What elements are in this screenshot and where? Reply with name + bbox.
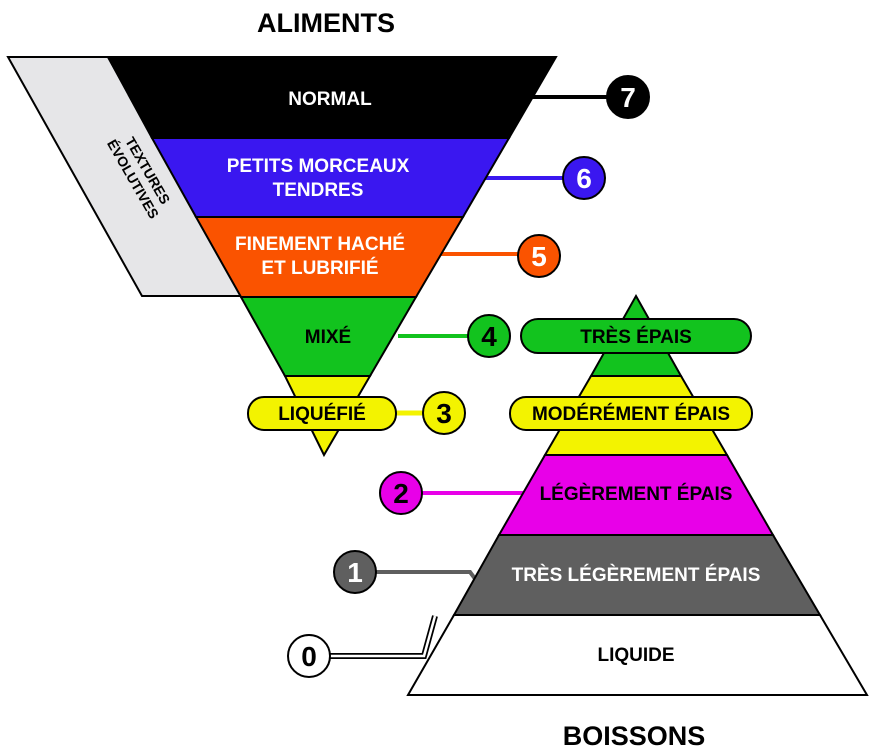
pill-liquefie	[247, 396, 397, 431]
food-label-6: PETITS MORCEAUX TENDRES	[227, 156, 410, 201]
food-label-3: LIQUÉFIÉ	[278, 403, 366, 425]
food-label-7: NORMAL	[288, 89, 372, 110]
label-line: TENDRES	[273, 180, 364, 201]
drink-label-2: LÉGÈREMENT ÉPAIS	[540, 483, 733, 505]
level-4-number: 4	[481, 321, 497, 352]
level-4-circle	[467, 314, 511, 358]
level-5-number: 5	[531, 241, 547, 272]
pill-tres-epais	[520, 318, 752, 354]
level-0-number: 0	[301, 641, 317, 672]
food-title: ALIMENTS	[257, 8, 395, 38]
label-line: ET LUBRIFIÉ	[261, 257, 378, 279]
level-6-number: 6	[576, 163, 592, 194]
level-7-circle	[606, 75, 650, 119]
drink-title: BOISSONS	[563, 721, 706, 750]
label-line: FINEMENT HACHÉ	[235, 233, 405, 255]
drink-label-0: LIQUIDE	[597, 645, 674, 666]
level-6-circle	[562, 156, 606, 200]
drink-label-4: TRÈS ÉPAIS	[580, 326, 692, 348]
connector-0	[330, 615, 438, 659]
level-1-circle	[333, 550, 377, 594]
drink-band-0	[406, 614, 869, 696]
level-2-circle	[379, 471, 423, 515]
connector-1	[374, 570, 478, 582]
drink-label-3: MODÉRÉMENT ÉPAIS	[532, 403, 730, 425]
level-5-circle	[517, 234, 561, 278]
level-0-circle	[287, 634, 331, 678]
level-2-number: 2	[393, 478, 409, 509]
level-3-circle	[422, 391, 466, 435]
food-band-5	[194, 216, 465, 298]
label-line: PETITS MORCEAUX	[227, 156, 410, 177]
level-3-number: 3	[436, 398, 452, 429]
drink-label-1: TRÈS LÉGÈREMENT ÉPAIS	[512, 564, 761, 586]
level-1-number: 1	[347, 557, 363, 588]
connector-0-fill	[330, 615, 437, 658]
level-7-number: 7	[620, 82, 636, 113]
food-label-4: MIXÉ	[305, 326, 351, 348]
food-band-6	[150, 137, 511, 218]
pill-modere	[509, 396, 753, 431]
